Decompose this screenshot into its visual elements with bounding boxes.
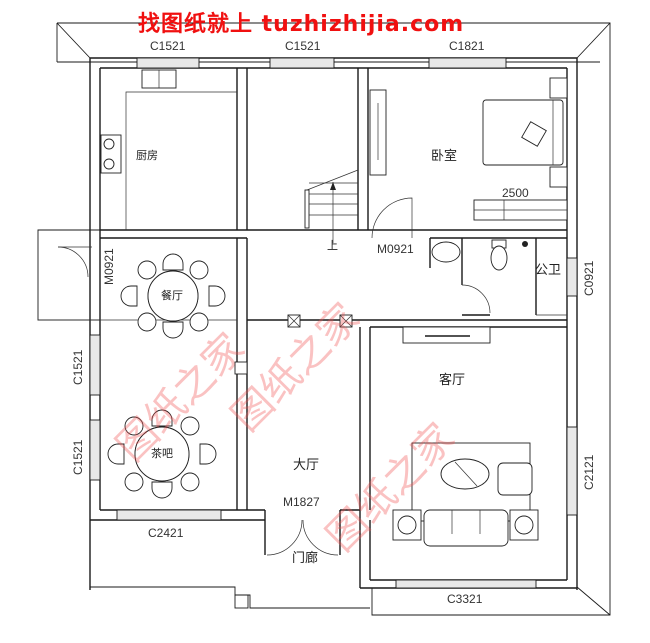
window-c1521-left-upper xyxy=(89,334,101,396)
door-label-main-entrance: M1827 xyxy=(283,495,320,509)
door-label-bedroom: M0921 xyxy=(377,242,414,256)
site-watermark-header: 找图纸就上 tuzhizhijia.com xyxy=(138,12,465,37)
tea-table xyxy=(107,409,217,499)
structural-columns xyxy=(234,314,353,375)
window-label-top-right: C1821 xyxy=(449,39,485,53)
door-label-dining-side: M0921 xyxy=(102,248,116,285)
staircase xyxy=(304,169,359,243)
room-label-porch: 门廊 xyxy=(292,551,319,566)
bathroom-fixtures xyxy=(431,239,528,316)
window-label-left-lower: C1521 xyxy=(71,439,85,475)
window-c0921-right-upper xyxy=(566,257,578,297)
room-label-tea-bar: 茶吧 xyxy=(151,447,173,460)
wardrobe-dimension: 2500 xyxy=(502,186,529,200)
window-c1521-top-middle xyxy=(269,57,335,69)
room-label-bathroom: 公卫 xyxy=(535,263,562,278)
window-label-right-lower: C2121 xyxy=(582,454,596,490)
kitchen-fittings xyxy=(100,69,237,230)
window-label-right-upper: C0921 xyxy=(582,260,596,296)
window-c3321-bottom-right xyxy=(395,579,537,589)
window-c1521-top-left xyxy=(136,57,200,69)
windows xyxy=(89,57,578,589)
room-label-dining: 餐厅 xyxy=(161,289,183,302)
window-label-left-upper: C1521 xyxy=(71,349,85,385)
interior-walls xyxy=(38,68,567,510)
window-label-bottom-left: C2421 xyxy=(148,526,184,540)
room-label-hall: 大厅 xyxy=(293,458,320,473)
room-label-living: 客厅 xyxy=(439,373,466,388)
room-label-kitchen: 厨房 xyxy=(136,149,158,162)
room-label-bedroom: 卧室 xyxy=(431,149,458,164)
window-c2121-right-lower xyxy=(566,426,578,516)
window-label-top-left: C1521 xyxy=(150,39,186,53)
window-c1521-left-lower xyxy=(89,419,101,481)
living-furniture xyxy=(392,326,539,547)
window-label-top-middle: C1521 xyxy=(285,39,321,53)
window-label-bottom-right: C3321 xyxy=(447,592,483,606)
window-c1821-top-right xyxy=(428,57,507,69)
stairs-up-label: 上 xyxy=(327,239,338,252)
dining-table xyxy=(120,253,226,339)
bedroom-furniture xyxy=(369,77,568,239)
window-c2421-bottom-left xyxy=(116,509,222,521)
main-entrance-door xyxy=(264,510,341,556)
